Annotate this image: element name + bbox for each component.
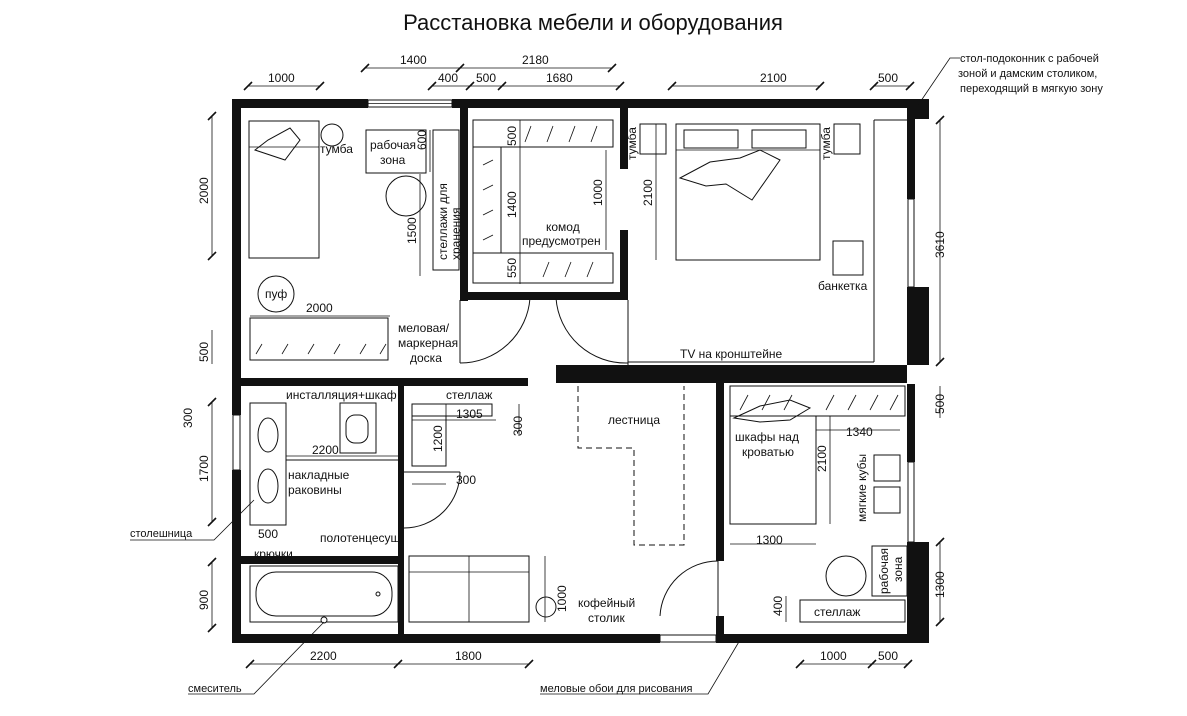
dresser-label-2: предусмотрен <box>522 234 601 248</box>
dim-1400-wardrobe: 1400 <box>505 191 519 218</box>
dim-2200-bottom: 2200 <box>310 649 337 663</box>
outer-walls <box>232 99 929 643</box>
installation-label: инсталляция+шкаф <box>286 388 397 402</box>
dim-400-right: 400 <box>771 596 785 616</box>
dim-1500: 1500 <box>405 217 419 244</box>
dim-1300-right: 1300 <box>933 571 947 598</box>
dim-1700: 1700 <box>197 455 211 482</box>
hooks-label: крючки <box>254 547 293 561</box>
dim-1200: 1200 <box>431 425 445 452</box>
mixer-note: смеситель <box>188 683 242 695</box>
countertop-note: столешница <box>130 528 193 540</box>
dim-2000-bed: 2000 <box>306 301 333 315</box>
dim-1400: 1400 <box>400 53 427 67</box>
wardrobe-room: комод предусмотрен <box>472 119 614 284</box>
plan-title: Расстановка мебели и оборудования <box>403 10 783 35</box>
dimensions: 1000 1400 2180 400 500 1680 2100 500 200… <box>181 53 947 669</box>
dim-3610: 3610 <box>933 231 947 258</box>
shelf-right-label: стеллаж <box>814 605 860 619</box>
sill-desk-note-2: зоной и дамским столиком, <box>958 68 1097 80</box>
nightstand-label: тумба <box>320 142 353 156</box>
sinks-label-1: накладные <box>288 468 350 482</box>
dim-300-small: 300 <box>456 473 476 487</box>
dim-1000-dresser: 1000 <box>591 179 605 206</box>
storage-label-2: хранения <box>449 208 463 260</box>
dim-1000-top: 1000 <box>268 71 295 85</box>
nightstand-right-label: тумба <box>819 127 833 160</box>
annotations: стол-подоконник с рабочей зоной и дамски… <box>130 53 1103 695</box>
bathroom: инсталляция+шкаф накладные раковины поло… <box>249 388 404 624</box>
dim-500-left: 500 <box>197 342 211 362</box>
dim-900: 900 <box>197 590 211 610</box>
stairs-label: лестница <box>608 413 660 427</box>
work-zone-label-2: зона <box>380 153 406 167</box>
dim-2100-top: 2100 <box>760 71 787 85</box>
hall: стеллаж лестница кофейный столик <box>408 386 685 625</box>
dim-1340: 1340 <box>846 425 873 439</box>
dim-500-wardrobe: 500 <box>505 126 519 146</box>
dim-2180: 2180 <box>522 53 549 67</box>
dresser-label-1: комод <box>546 220 580 234</box>
dim-300-left: 300 <box>181 408 195 428</box>
dim-300-hall: 300 <box>511 416 525 436</box>
work-zone-right-label-1: рабочая <box>877 548 891 594</box>
dim-2100-right: 2100 <box>815 445 829 472</box>
dim-1680: 1680 <box>546 71 573 85</box>
pouf-label: пуф <box>265 287 287 301</box>
wardrobe-label-1: шкафы над <box>735 430 799 444</box>
nightstand-mid-label: тумба <box>625 127 639 160</box>
board-label-2: маркерная <box>398 336 458 350</box>
dim-2000-left: 2000 <box>197 177 211 204</box>
sill-desk-note-3: переходящий в мягкую зону <box>960 83 1103 95</box>
bench-label: банкетка <box>818 279 868 293</box>
dim-500-topright: 500 <box>878 71 898 85</box>
sinks-label-2: раковины <box>288 483 342 497</box>
dim-1000-sofa: 1000 <box>555 585 569 612</box>
dim-1300-bed: 1300 <box>756 533 783 547</box>
dim-500-top: 500 <box>476 71 496 85</box>
dim-500-bath: 500 <box>258 527 278 541</box>
dim-500-right: 500 <box>933 394 947 414</box>
dim-2200-sink: 2200 <box>312 443 339 457</box>
dim-600: 600 <box>415 130 429 150</box>
shelf-hall-label: стеллаж <box>446 388 492 402</box>
towel-dryer-label: полотенцесуш. <box>320 531 404 545</box>
dim-1000-bottom: 1000 <box>820 649 847 663</box>
board-label-1: меловая/ <box>398 321 450 335</box>
interior-walls <box>232 99 907 643</box>
wardrobe-label-2: кроватью <box>742 445 794 459</box>
coffee-table-label-2: столик <box>588 611 625 625</box>
dim-1305: 1305 <box>456 407 483 421</box>
dim-500-bottom: 500 <box>878 649 898 663</box>
chalk-wallpaper-note: меловые обои для рисования <box>540 683 693 695</box>
work-zone-label-1: рабочая <box>370 138 416 152</box>
sill-desk-note-1: стол-подоконник с рабочей <box>960 53 1099 65</box>
tv-label: TV на кронштейне <box>680 347 783 361</box>
dim-2100-bed: 2100 <box>641 179 655 206</box>
soft-cubes-label: мягкие кубы <box>855 454 869 522</box>
doors <box>403 297 719 617</box>
work-zone-right-label-2: зона <box>891 556 905 582</box>
bedroom-right: тумба тумба банкетка TV на кронштейне <box>625 119 907 363</box>
kids-room: шкафы над кроватью мягкие кубы рабочая з… <box>729 385 908 623</box>
dim-550: 550 <box>505 258 519 278</box>
bedroom-left: тумба рабочая зона стеллажи для хранения… <box>248 120 463 365</box>
dim-400-top: 400 <box>438 71 458 85</box>
dim-1800: 1800 <box>455 649 482 663</box>
board-label-3: доска <box>410 351 442 365</box>
storage-label-1: стеллажи для <box>436 183 450 260</box>
coffee-table-label-1: кофейный <box>578 596 635 610</box>
